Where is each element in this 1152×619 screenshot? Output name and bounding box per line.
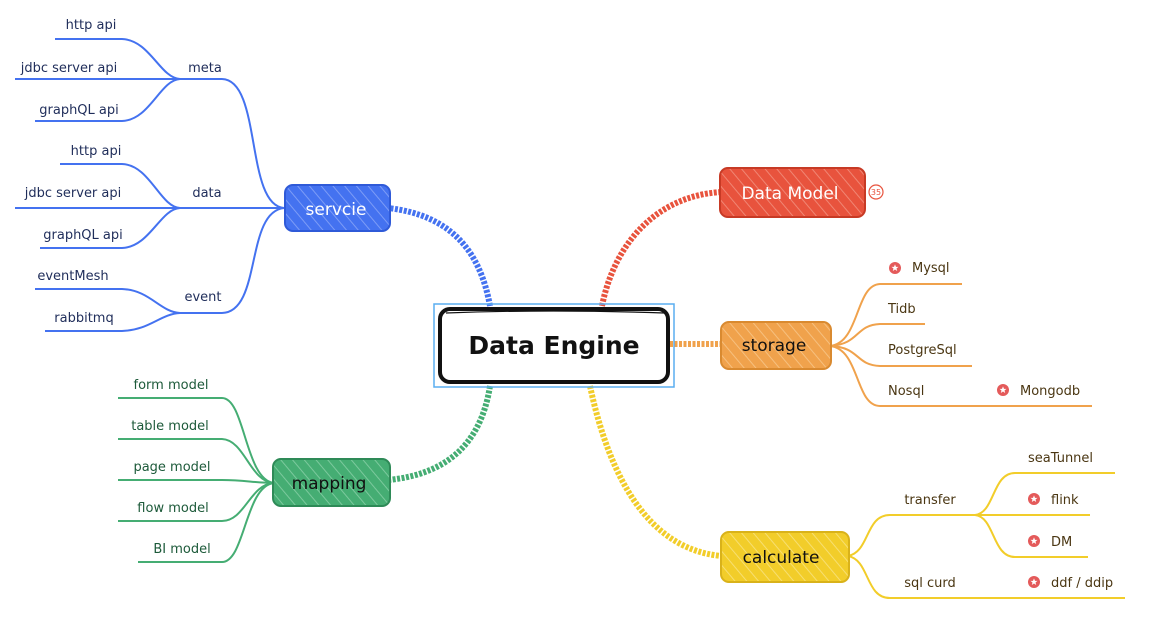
- leaf-mysql[interactable]: Mysql: [912, 261, 950, 276]
- topic-mapping[interactable]: mapping: [272, 458, 391, 507]
- service-branch: [15, 38, 285, 332]
- topic-service[interactable]: servcie: [284, 184, 391, 232]
- leaf-nosql[interactable]: Nosql: [888, 384, 924, 399]
- subtopic-data[interactable]: data: [192, 186, 221, 201]
- link-transfer-seatunnel: [974, 472, 1115, 516]
- link-mapping-table: [118, 438, 275, 484]
- link-service-event: [221, 207, 285, 314]
- link-meta-graphql: [35, 78, 181, 122]
- topic-mapping-box: [272, 458, 391, 507]
- subtopic-transfer[interactable]: transfer: [904, 493, 956, 508]
- link-mapping-form: [118, 397, 275, 484]
- root-sketch-line: [445, 310, 665, 314]
- topic-calculate-label: calculate: [743, 548, 820, 568]
- root-node[interactable]: Data Engine: [433, 303, 675, 388]
- leaf-meta-jdbc-server-api[interactable]: jdbc server api: [20, 61, 118, 76]
- calculate-branch: [847, 472, 1125, 599]
- task-count-badge: [868, 184, 884, 200]
- root-box: [438, 307, 670, 384]
- topic-mapping-label: mapping: [292, 474, 367, 494]
- star-icon: [1028, 576, 1040, 588]
- leaf-event-rabbitmq[interactable]: rabbitmq: [54, 311, 113, 326]
- leaf-data-graphql-api[interactable]: graphQL api: [43, 228, 123, 243]
- link-calculate-transfer: [847, 514, 975, 557]
- leaf-bi-model[interactable]: BI model: [153, 542, 210, 557]
- link-storage-nosql: [829, 345, 935, 407]
- star-icon: [1028, 493, 1040, 505]
- topic-service-box: [284, 184, 391, 232]
- connector-data-model: [599, 189, 723, 307]
- link-calculate-sqlcurd: [847, 555, 975, 599]
- link-mapping-bi: [138, 482, 275, 563]
- root-selection-outline: [433, 303, 675, 388]
- link-transfer-dm: [974, 514, 1088, 558]
- subtopic-event[interactable]: event: [184, 290, 221, 305]
- link-meta-http: [55, 38, 181, 80]
- main-connectors: [387, 189, 723, 559]
- subtopic-sql-curd[interactable]: sql curd: [904, 576, 956, 591]
- link-event-eventmesh: [35, 288, 181, 314]
- leaf-ddf-ddip[interactable]: ddf / ddip: [1051, 576, 1113, 591]
- subtopic-meta[interactable]: meta: [188, 61, 222, 76]
- leaf-data-jdbc-server-api[interactable]: jdbc server api: [24, 186, 122, 201]
- leaf-flow-model[interactable]: flow model: [137, 501, 208, 516]
- leaf-page-model[interactable]: page model: [133, 460, 210, 475]
- topic-service-label: servcie: [306, 200, 367, 220]
- leaf-tidb[interactable]: Tidb: [887, 302, 916, 317]
- mapping-branch: [118, 397, 275, 563]
- topic-data-model[interactable]: Data Model 35: [719, 167, 884, 218]
- topic-storage[interactable]: storage: [720, 321, 832, 370]
- topic-calculate[interactable]: calculate: [720, 531, 850, 583]
- leaf-meta-http-api[interactable]: http api: [66, 18, 117, 33]
- topic-storage-box: [720, 321, 832, 370]
- root-label: Data Engine: [468, 331, 639, 360]
- link-event-rabbitmq: [45, 312, 181, 332]
- task-count-badge-text: 35: [871, 188, 881, 197]
- link-storage-postgresql: [829, 345, 972, 367]
- leaf-event-eventmesh[interactable]: eventMesh: [37, 269, 108, 284]
- star-icon: [889, 262, 901, 274]
- topic-data-model-label: Data Model: [741, 184, 838, 204]
- link-storage-mysql: [829, 283, 962, 347]
- leaf-seatunnel[interactable]: seaTunnel: [1028, 451, 1093, 466]
- leaf-data-http-api[interactable]: http api: [71, 144, 122, 159]
- link-mapping-page: [118, 479, 275, 484]
- link-storage-tidb: [829, 323, 925, 347]
- link-data-graphql: [40, 207, 181, 249]
- topic-data-model-box: [719, 167, 866, 218]
- leaf-form-model[interactable]: form model: [134, 378, 209, 393]
- leaf-table-model[interactable]: table model: [131, 419, 209, 434]
- storage-branch: [829, 283, 1092, 407]
- topic-storage-label: storage: [742, 336, 807, 356]
- topic-calculate-box: [720, 531, 850, 583]
- link-service-meta: [221, 78, 285, 209]
- link-data-http: [60, 163, 181, 209]
- leaf-postgresql[interactable]: PostgreSql: [888, 343, 957, 358]
- connector-mapping: [387, 385, 493, 483]
- connector-service: [387, 205, 493, 307]
- star-icon: [997, 384, 1009, 396]
- leaf-dm[interactable]: DM: [1051, 535, 1072, 550]
- leaf-flink[interactable]: flink: [1051, 493, 1079, 508]
- connector-calculate: [587, 385, 723, 559]
- leaf-meta-graphql-api[interactable]: graphQL api: [39, 103, 119, 118]
- leaf-mongodb[interactable]: Mongodb: [1020, 384, 1080, 399]
- star-icon: [1028, 535, 1040, 547]
